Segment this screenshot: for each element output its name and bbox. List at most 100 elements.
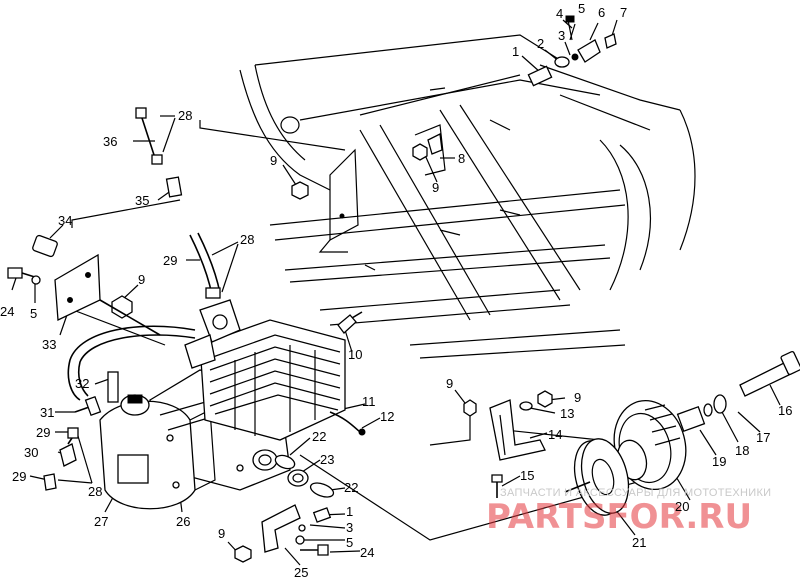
callout-9: 9 — [218, 526, 225, 541]
bolt-15-head — [491, 474, 503, 483]
clamp-29 — [67, 427, 79, 439]
watermark-tagline: ЗАПЧАСТИ И АКСЕССУАРЫ ДЛЯ МОТОТЕХНИКИ — [500, 487, 771, 499]
callout-29: 29 — [12, 469, 26, 484]
callout-26: 26 — [176, 514, 190, 529]
callout-35: 35 — [135, 193, 149, 208]
exhaust-clamps — [274, 454, 335, 498]
exhaust-flange — [252, 449, 278, 471]
bolt-24b — [317, 544, 329, 556]
callout-5: 5 — [30, 306, 37, 321]
callout-2: 2 — [537, 36, 544, 51]
callout-7: 7 — [620, 5, 627, 20]
cylinder-head — [199, 319, 346, 441]
callout-21: 21 — [632, 535, 646, 550]
callout-15: 15 — [520, 468, 534, 483]
fitting-35 — [165, 176, 183, 198]
callout-17: 17 — [756, 430, 770, 445]
callout-12: 12 — [380, 409, 394, 424]
callout-24: 24 — [360, 545, 374, 560]
callout-16: 16 — [778, 403, 792, 418]
callout-30: 30 — [24, 445, 38, 460]
watermark-logo: PARTSFOR.RU — [486, 497, 752, 537]
callout-9: 9 — [432, 180, 439, 195]
bolt-5 — [567, 19, 573, 41]
clutch-assembly — [564, 350, 800, 516]
callout-25: 25 — [294, 565, 308, 580]
washer-3 — [298, 524, 306, 532]
callout-28: 28 — [88, 484, 102, 499]
callout-5: 5 — [578, 1, 585, 16]
bushing-34 — [32, 234, 58, 258]
callout-31: 31 — [40, 405, 54, 420]
callout-29: 29 — [36, 425, 50, 440]
cover-plate — [117, 454, 149, 484]
nut-9 — [111, 295, 133, 319]
callout-8: 8 — [458, 151, 465, 166]
callout-28: 28 — [178, 108, 192, 123]
callout-28: 28 — [240, 232, 254, 247]
gasket-23 — [287, 469, 309, 487]
nut-9-bracket — [412, 143, 428, 161]
lower-mount-bracket — [234, 504, 332, 563]
left-mount-bracket — [7, 234, 161, 336]
clamp-22a — [274, 454, 296, 470]
callout-6: 6 — [598, 5, 605, 20]
callout-3: 3 — [558, 28, 565, 43]
callout-13: 13 — [560, 406, 574, 421]
clip-28a — [135, 107, 147, 119]
callout-22: 22 — [344, 480, 358, 495]
chassis-frame — [239, 34, 696, 359]
washer-13 — [519, 401, 533, 411]
callout-36: 36 — [103, 134, 117, 149]
right-mount-bracket — [463, 390, 553, 498]
callout-20: 20 — [675, 499, 689, 514]
callout-18: 18 — [735, 443, 749, 458]
spark-plug-10 — [337, 314, 357, 334]
callout-9: 9 — [138, 272, 145, 287]
hose-29 — [189, 234, 213, 296]
engine-assembly — [67, 299, 366, 510]
callout-5: 5 — [346, 535, 353, 550]
watermark: ЗАПЧАСТИ И АКСЕССУАРЫ ДЛЯ МОТОТЕХНИКИ PA… — [486, 487, 771, 537]
callout-9: 9 — [446, 376, 453, 391]
callout-1: 1 — [346, 504, 353, 519]
frame-fasteners — [291, 133, 443, 200]
callout-22: 22 — [312, 429, 326, 444]
throttle-linkage — [135, 107, 221, 299]
washer-5c — [295, 535, 305, 545]
nut-9-frame — [291, 181, 309, 200]
washer-2 — [554, 56, 570, 68]
callout-9: 9 — [574, 390, 581, 405]
callout-27: 27 — [94, 514, 108, 529]
upper-mount-hardware — [527, 15, 617, 87]
clamp-22b — [309, 482, 335, 498]
callout-9: 9 — [270, 153, 277, 168]
bracket-6 — [577, 39, 601, 63]
washer-17 — [713, 394, 727, 414]
bushing-1 — [527, 65, 553, 87]
bolt-24 — [7, 267, 23, 279]
callout-10: 10 — [348, 347, 362, 362]
callout-1: 1 — [512, 44, 519, 59]
nut-3 — [571, 53, 579, 61]
bracket-25 — [261, 504, 301, 553]
bracket-33 — [54, 253, 101, 321]
callout-33: 33 — [42, 337, 56, 352]
callout-24: 24 — [0, 304, 14, 319]
cable-36 — [141, 117, 156, 159]
callout-32: 32 — [75, 376, 89, 391]
fitting-32 — [107, 371, 119, 403]
fuel-fittings — [43, 395, 102, 491]
nut-9d — [234, 545, 252, 563]
callout-19: 19 — [712, 454, 726, 469]
fuel-line-32 — [67, 325, 196, 401]
nut-7 — [604, 33, 617, 49]
spacer-19 — [676, 405, 706, 433]
callout-4: 4 — [556, 6, 563, 21]
nut-9f — [537, 390, 553, 408]
bushing-1b — [312, 507, 332, 523]
callout-23: 23 — [320, 452, 334, 467]
